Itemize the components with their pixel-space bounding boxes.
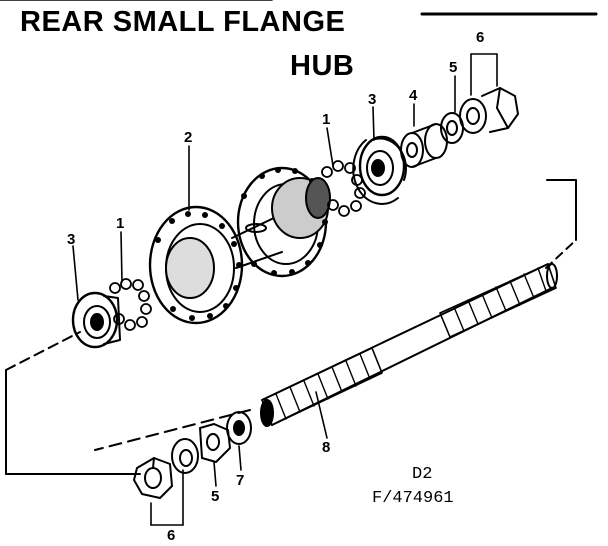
diagram-title-line1: REAR SMALL FLANGE: [20, 6, 346, 38]
callout-4: 4: [409, 87, 418, 104]
callout-5-upper: 5: [449, 59, 458, 76]
cone-left: [71, 291, 121, 349]
callout-3-upper: 3: [368, 91, 377, 108]
callout-2: 2: [184, 129, 193, 146]
callout-1-lower: 1: [116, 215, 125, 232]
axis-bracket-left: [5, 331, 251, 475]
callout-6-lower: 6: [167, 527, 176, 544]
callout-7: 7: [236, 472, 245, 489]
nut-lower: [133, 457, 173, 499]
flat-washer-lower: [171, 438, 199, 474]
callout-1-upper: 1: [322, 111, 331, 128]
hub-body: [148, 166, 331, 325]
lock-washer-lower: [226, 411, 252, 445]
bracket-6-upper: [470, 53, 498, 96]
washer-lower: [199, 423, 231, 463]
diagram-code-line1: D2: [412, 465, 433, 484]
diagram-title-line2: HUB: [290, 50, 355, 82]
spacer: [400, 123, 448, 168]
cone-right: [352, 135, 407, 205]
axis-bracket-right: [545, 179, 577, 269]
bracket-6-lower: [150, 469, 184, 526]
callout-5-lower: 5: [211, 488, 220, 505]
diagram-code-line2: F/474961: [372, 489, 454, 508]
leader-lines: [72, 75, 456, 487]
nut-upper: [459, 87, 519, 134]
callout-6-upper: 6: [476, 29, 485, 46]
callout-3-lower: 3: [67, 231, 76, 248]
callout-8: 8: [322, 439, 331, 456]
